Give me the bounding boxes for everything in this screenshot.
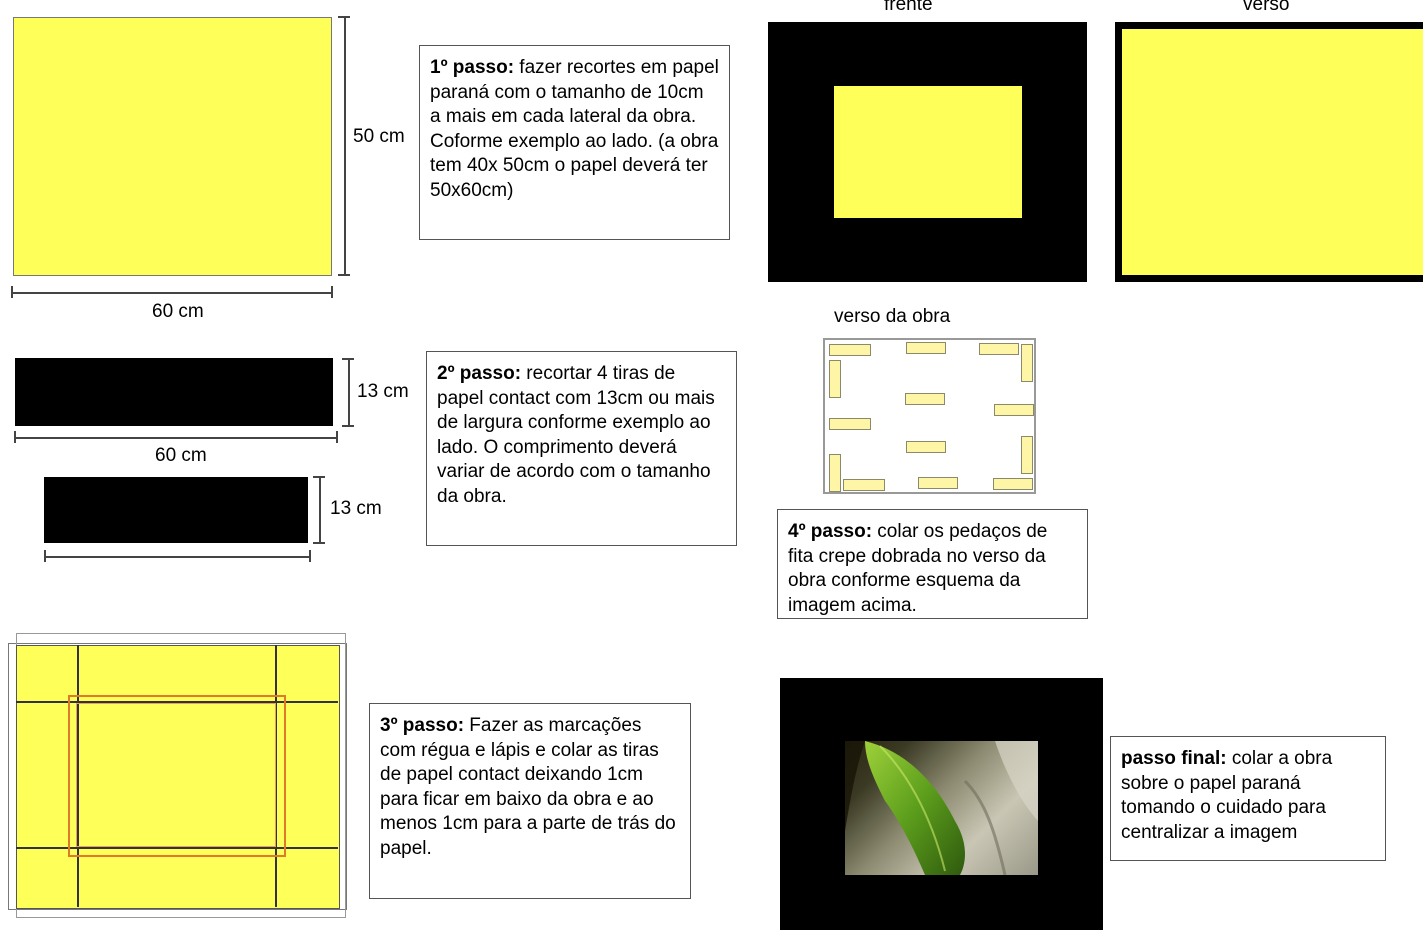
strip2-width-tick-left: [44, 550, 46, 562]
tape-piece: [906, 342, 946, 354]
step2-text: recortar 4 tiras de papel contact com 13…: [437, 363, 715, 507]
strip1-height-line: [348, 359, 350, 426]
step3-title: 3º passo:: [380, 715, 465, 736]
front-view-artwork: [834, 86, 1022, 218]
strip1-width-tick-right: [336, 431, 338, 443]
width-dimension-line: [12, 292, 332, 294]
tape-piece: [994, 404, 1034, 416]
right-strip-mark: [275, 645, 340, 907]
tape-piece: [906, 441, 946, 453]
strip2-width-line: [45, 556, 310, 558]
height-dimension-line: [344, 17, 346, 275]
contact-strip-2: [44, 477, 308, 543]
height-dimension-label: 50 cm: [353, 126, 405, 147]
step4-instruction-box: 4º passo: colar os pedaços de fita crepe…: [777, 509, 1088, 619]
strip1-width-label: 60 cm: [155, 445, 207, 466]
contact-strip-1: [15, 358, 333, 426]
final-artwork-photo: [845, 741, 1038, 875]
step4-title: 4º passo:: [788, 521, 873, 542]
tape-piece: [829, 418, 871, 430]
back-view-yellow: [1122, 29, 1423, 275]
tape-piece: [843, 479, 885, 491]
paper-board-yellow: [13, 17, 332, 276]
height-dimension-tick-top: [338, 16, 350, 18]
tape-piece: [1021, 436, 1033, 474]
step1-instruction-box: 1º passo: fazer recortes em papel paraná…: [419, 45, 730, 240]
strip2-height-tick-top: [313, 476, 325, 478]
width-dimension-tick-right: [331, 286, 333, 298]
strip1-width-tick-left: [14, 431, 16, 443]
back-label: verso: [1243, 0, 1290, 15]
leaf-photo-icon: [845, 741, 1038, 875]
tape-piece: [905, 393, 945, 405]
tape-piece: [918, 477, 958, 489]
artwork-position-inner: [76, 703, 276, 847]
width-dimension-tick-left: [11, 286, 13, 298]
step2-instruction-box: 2º passo: recortar 4 tiras de papel cont…: [426, 351, 737, 546]
tape-piece: [979, 343, 1019, 355]
strip1-width-line: [15, 437, 337, 439]
final-title: passo final:: [1121, 748, 1227, 769]
artwork-back-label: verso da obra: [834, 306, 951, 327]
step3-instruction-box: 3º passo: Fazer as marcações com régua e…: [369, 703, 691, 899]
height-dimension-tick-bottom: [338, 274, 350, 276]
tape-piece: [829, 360, 841, 398]
artwork-position-outline: [68, 695, 286, 857]
bottom-strip-mark: [16, 847, 338, 909]
tape-piece: [993, 478, 1033, 490]
strip2-height-tick-bottom: [313, 542, 325, 544]
tape-piece: [1021, 344, 1033, 382]
tape-piece: [829, 344, 871, 356]
step3-text: Fazer as marcações com régua e lápis e c…: [380, 715, 676, 859]
marking-diagram: [8, 633, 348, 918]
strip2-height-line: [319, 477, 321, 543]
width-dimension-label: 60 cm: [152, 301, 204, 322]
final-instruction-box: passo final: colar a obra sobre o papel …: [1110, 736, 1386, 861]
strip1-height-tick-bottom: [342, 425, 354, 427]
step1-title: 1º passo:: [430, 57, 515, 78]
left-strip-mark: [16, 645, 79, 907]
step4-text: colar os pedaços de fita crepe dobrada n…: [788, 521, 1048, 616]
top-strip-mark: [16, 645, 338, 703]
step2-title: 2º passo:: [437, 363, 522, 384]
final-text: colar a obra sobre o papel paraná tomand…: [1121, 748, 1333, 843]
tape-piece: [829, 454, 841, 492]
outer-paper-outline: [8, 643, 347, 910]
marked-board: [16, 645, 340, 909]
artwork-back-diagram: [823, 338, 1036, 494]
step1-text: fazer recortes em papel paraná com o tam…: [430, 57, 719, 201]
strip1-height-tick-top: [342, 358, 354, 360]
strip1-height-label: 13 cm: [357, 381, 409, 402]
front-label: frente: [884, 0, 933, 15]
strip2-height-label: 13 cm: [330, 498, 382, 519]
strip2-width-tick-right: [309, 550, 311, 562]
